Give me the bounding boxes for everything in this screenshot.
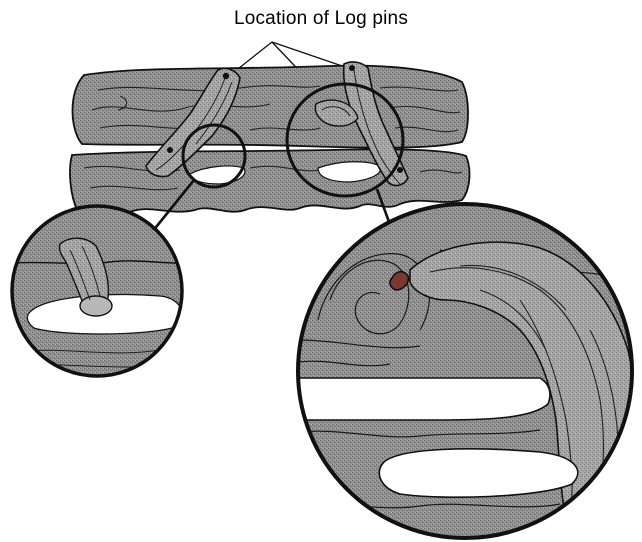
right-callout: [290, 200, 642, 542]
pin-marker: [167, 147, 173, 153]
left-callout: [0, 200, 200, 390]
pin-marker: [397, 167, 403, 173]
lower-log: [70, 149, 469, 213]
pin-marker: [223, 73, 229, 79]
pin-marker: [349, 65, 355, 71]
upper-log: [73, 66, 469, 148]
